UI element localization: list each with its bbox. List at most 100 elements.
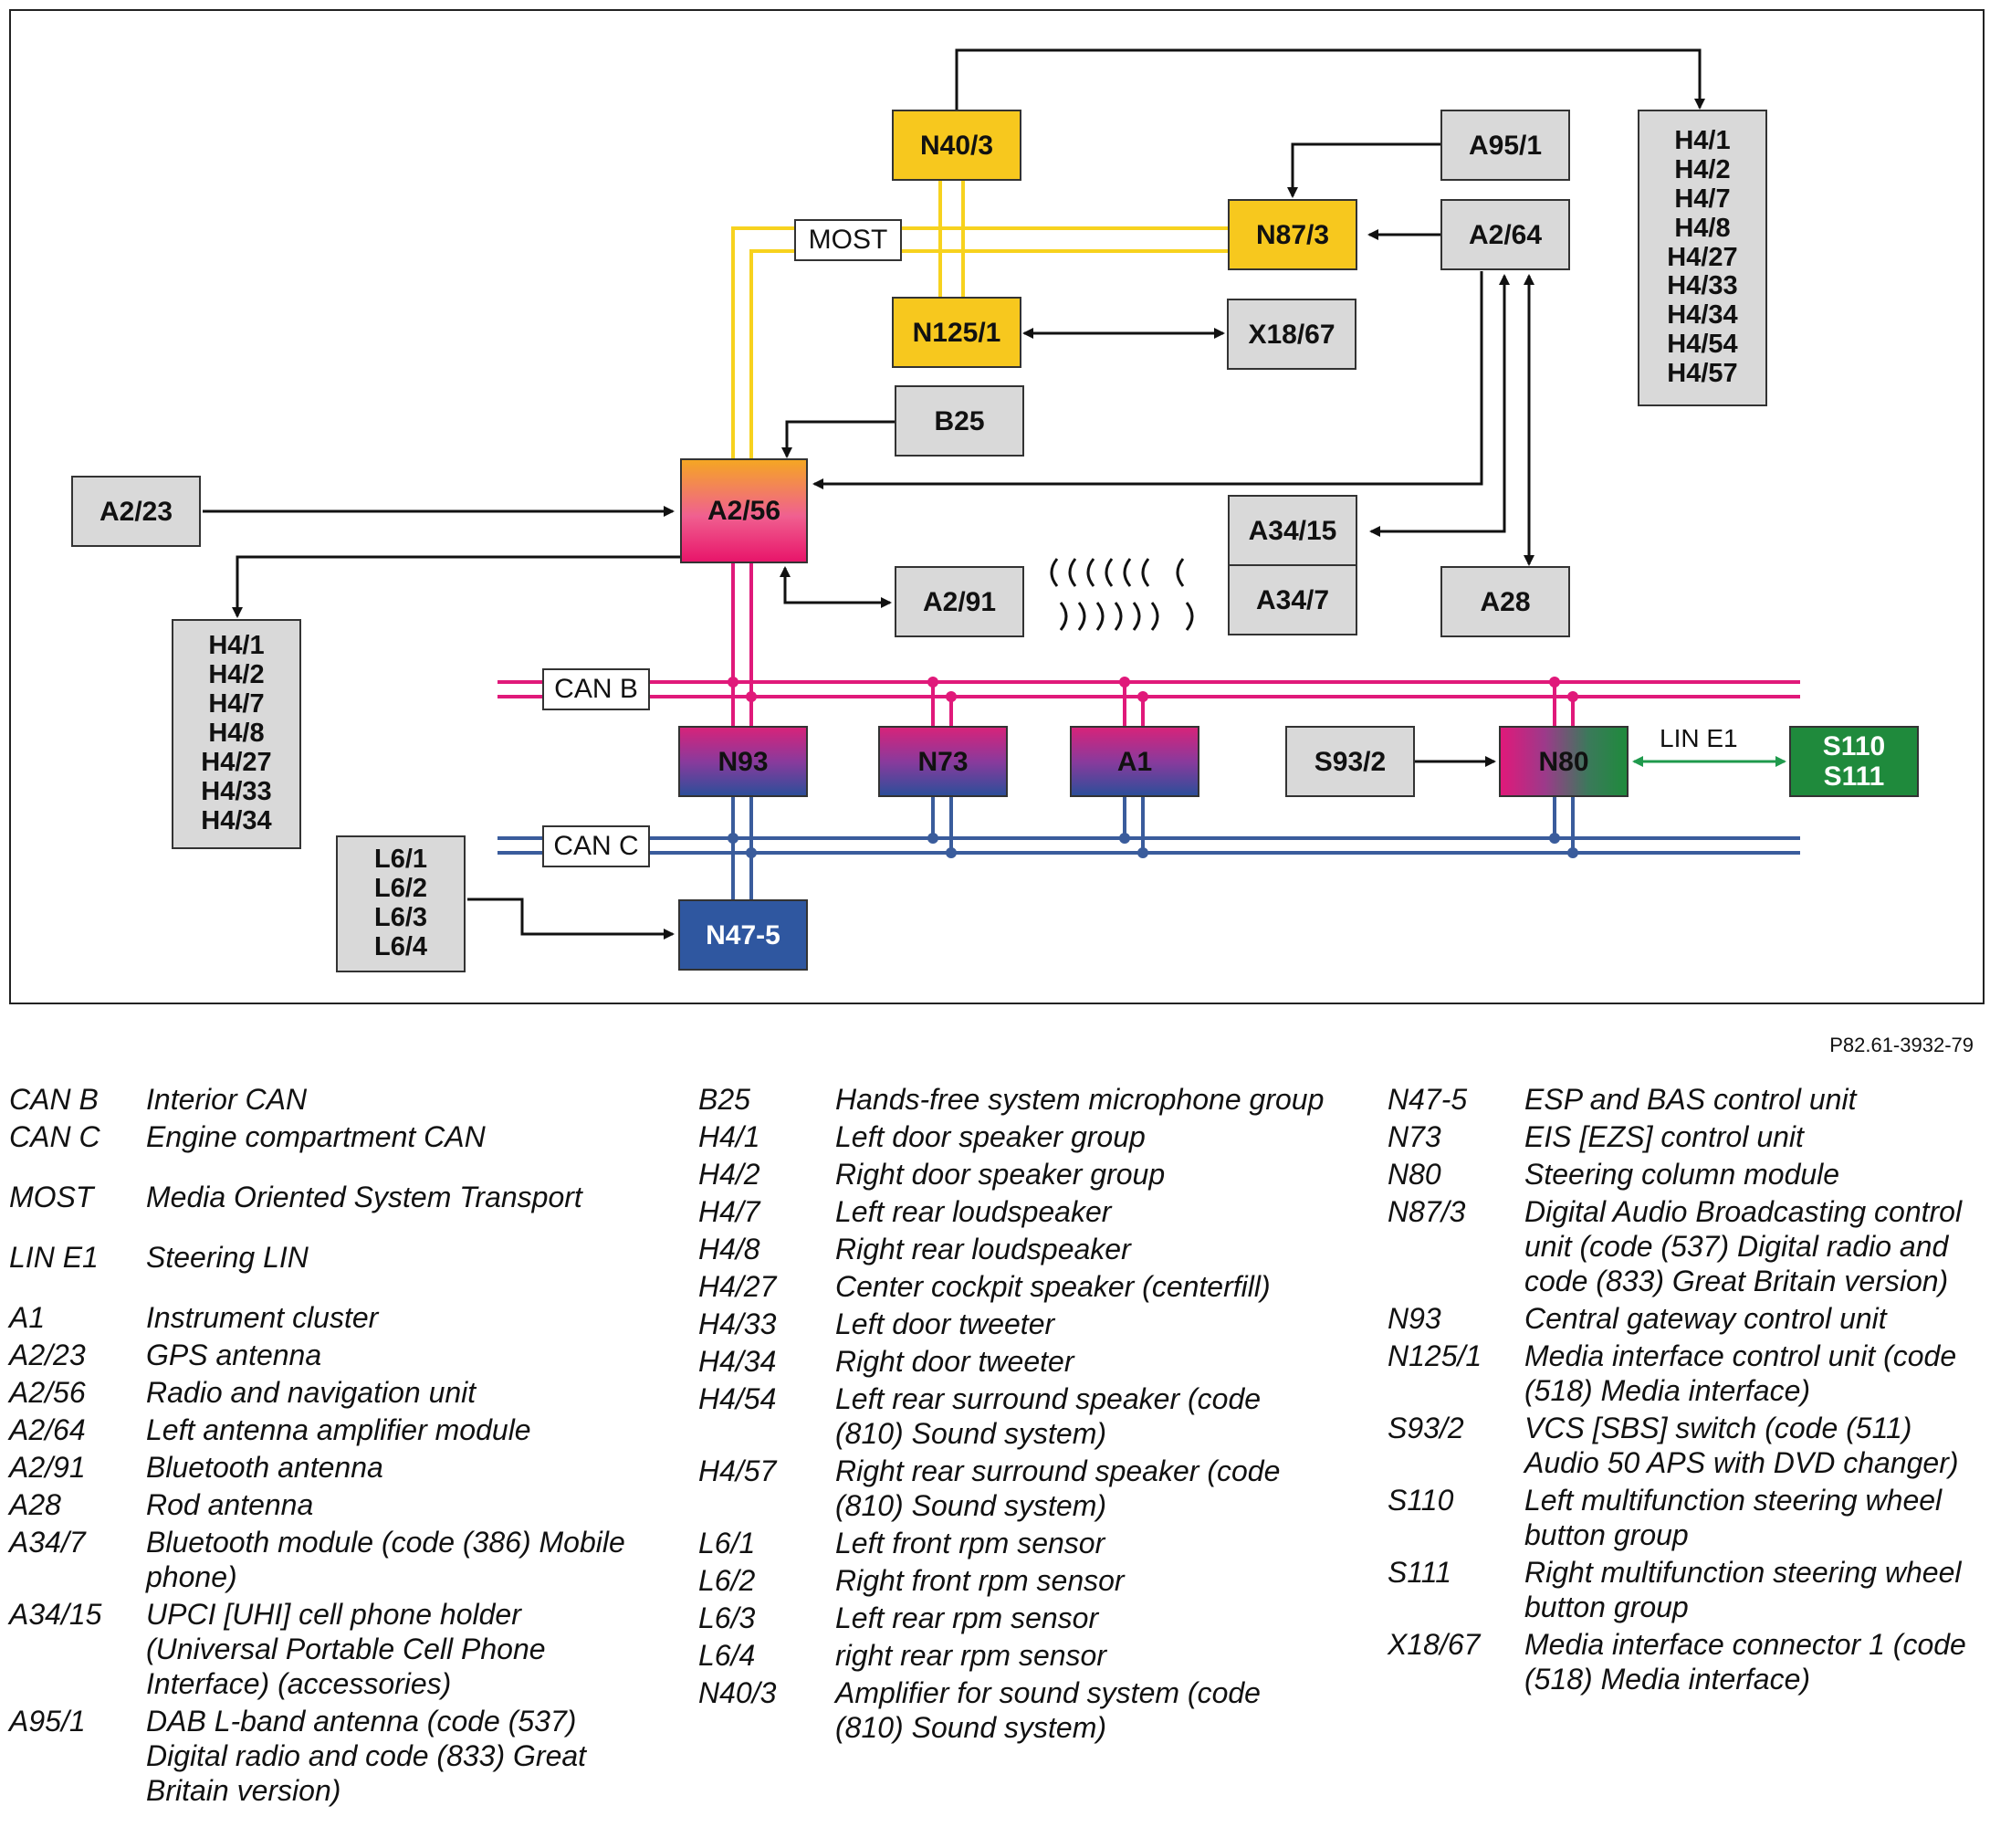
legend-code: S111 (1388, 1556, 1451, 1589)
legend-description: Right rear loudspeaker (835, 1233, 1131, 1265)
legend-description: Rod antenna (146, 1488, 314, 1521)
legend-description: Right door speaker group (835, 1158, 1166, 1191)
can-c-bus-label: CAN C (542, 825, 650, 867)
speaker-right-label: H4/54 (1667, 330, 1738, 360)
legend-code: L6/3 (698, 1601, 756, 1634)
legend-row: H4/2 Right door speaker group (698, 1157, 1328, 1192)
rpm-sensor-label: L6/4 (373, 931, 428, 961)
legend-code: A34/7 (9, 1526, 86, 1559)
legend-code: CAN C (9, 1120, 100, 1153)
legend-code: N47-5 (1388, 1083, 1468, 1116)
legend-code: S110 (1388, 1484, 1454, 1517)
speaker-right-label: H4/27 (1667, 242, 1738, 272)
a2-91-box: A2/91 (895, 566, 1024, 637)
legend-description: Left front rpm sensor (835, 1527, 1105, 1559)
speaker-right-label: H4/2 (1674, 154, 1731, 184)
legend-code: N125/1 (1388, 1339, 1482, 1372)
speaker-left-label: H4/2 (208, 660, 265, 690)
a2-56-box: A2/56 (680, 458, 808, 563)
legend-description: Engine compartment CAN (146, 1120, 486, 1153)
legend-description: ESP and BAS control unit (1524, 1083, 1857, 1116)
legend-description: UPCI [UHI] cell phone holder (Universal … (146, 1598, 546, 1700)
wire-a2-56-to-speakers (232, 555, 680, 618)
legend-description: VCS [SBS] switch (code (511) Audio 50 AP… (1524, 1412, 1959, 1479)
legend-description: Left rear rpm sensor (835, 1601, 1099, 1634)
a34-7-box: A34/7 (1228, 564, 1357, 635)
s111-label: S111 (1823, 761, 1885, 792)
legend-code: H4/1 (698, 1120, 760, 1153)
a2-64-box: A2/64 (1440, 199, 1570, 270)
legend-code: L6/4 (698, 1639, 756, 1672)
rpm-sensor-label: L6/1 (373, 845, 428, 875)
legend-description: Left door speaker group (835, 1120, 1146, 1153)
speaker-left-label: H4/7 (208, 689, 265, 719)
a34-15-box: A34/15 (1228, 495, 1357, 566)
speaker-right-label: H4/34 (1667, 300, 1738, 331)
legend-code: H4/34 (698, 1345, 777, 1378)
legend-description: Left rear surround speaker (code (810) S… (835, 1382, 1262, 1450)
rpm-sensor-label: L6/2 (373, 874, 428, 904)
wiring-layer (203, 48, 1800, 940)
legend-description: Radio and navigation unit (146, 1376, 477, 1409)
speaker-left-label: H4/1 (208, 631, 265, 661)
legend-code: X18/67 (1388, 1628, 1481, 1661)
signal-lines (203, 48, 1705, 940)
legend-code: A2/23 (9, 1339, 86, 1371)
speaker-right-label: H4/57 (1667, 359, 1738, 389)
legend-code: N80 (1388, 1158, 1441, 1191)
can-c-wires (498, 796, 1800, 899)
speaker-right-label: H4/8 (1674, 213, 1731, 243)
legend-row: CAN C Engine compartment CAN (9, 1119, 648, 1154)
legend-code: H4/2 (698, 1158, 760, 1191)
legend-code: A95/1 (9, 1705, 86, 1738)
a95-1-box: A95/1 (1440, 110, 1570, 181)
wire-a34-15-a2-64 (1369, 274, 1510, 537)
s93-2-box: S93/2 (1285, 726, 1415, 797)
legend-code: L6/1 (698, 1527, 756, 1559)
n93-box: N93 (678, 726, 808, 797)
legend-description: Right front rpm sensor (835, 1564, 1125, 1597)
wire-a2-56-a2-91 (780, 566, 892, 608)
legend-code: N73 (1388, 1120, 1441, 1153)
n125-1-box: N125/1 (892, 297, 1021, 368)
wire-b25-to-a2-56 (781, 420, 895, 458)
can-b-wires (498, 562, 1800, 726)
legend-description: Hands-free system microphone group (835, 1083, 1325, 1116)
most-bus-label: MOST (794, 219, 902, 261)
speaker-right-label: H4/33 (1667, 271, 1738, 301)
wire-n40-3-to-speakers (955, 48, 1705, 110)
legend-row: L6/3 Left rear rpm sensor (698, 1601, 1328, 1635)
lin-e1-bus-label: LIN E1 (1660, 724, 1738, 752)
legend-row: L6/1 Left front rpm sensor (698, 1526, 1328, 1560)
legend-code: CAN B (9, 1083, 99, 1116)
speaker-left-label: H4/34 (201, 805, 272, 835)
speaker-left-label: H4/33 (201, 776, 272, 806)
legend-description: Left antenna amplifier module (146, 1413, 531, 1446)
legend-code: LIN E1 (9, 1241, 99, 1274)
legend-code: H4/8 (698, 1233, 760, 1265)
